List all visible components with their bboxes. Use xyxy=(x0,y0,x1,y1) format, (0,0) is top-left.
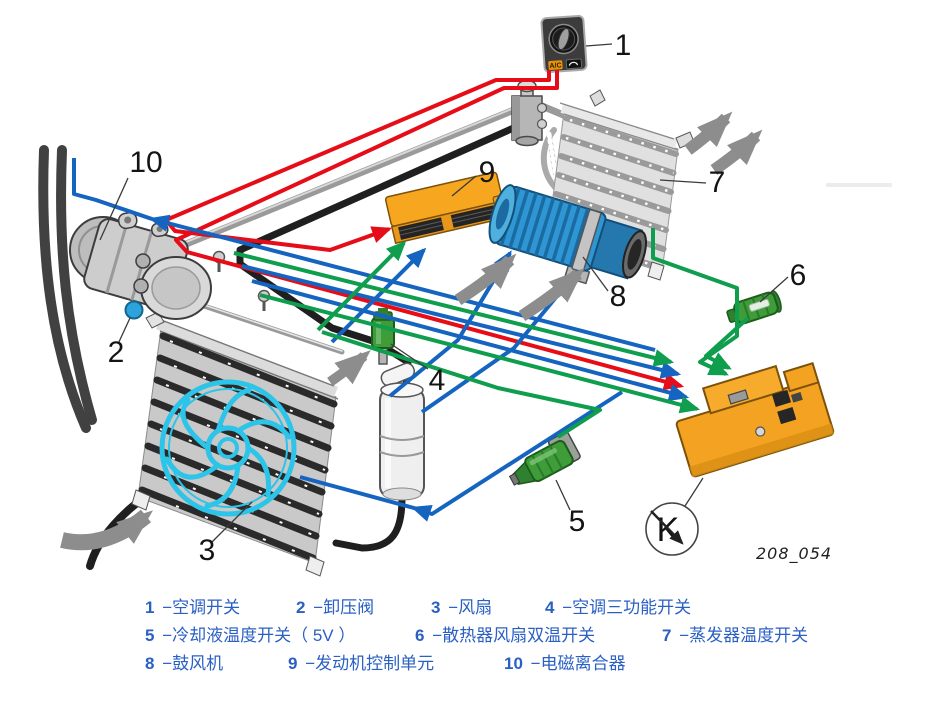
blue-wires xyxy=(72,158,690,522)
callout-10: 10 xyxy=(129,146,162,179)
drive-belt-2 xyxy=(56,145,97,425)
condenser-foot-left xyxy=(131,489,151,511)
legend-item-5: 5 −冷却液温度开关（ 5V ） xyxy=(145,626,356,645)
ac-badge xyxy=(548,60,563,71)
legend-item-10: 10 −电磁离合器 xyxy=(504,654,626,673)
blue-wire-to-relay xyxy=(241,264,682,379)
airflow-arrow-condenser xyxy=(327,350,371,387)
callout-2: 2 xyxy=(108,336,125,369)
evaporator-foot-right xyxy=(647,261,665,281)
figure-code: 208_054 xyxy=(756,544,832,564)
green-wire-to-relay xyxy=(233,251,675,367)
callouts: 1 2 3 4 5 6 7 8 9 10 xyxy=(99,29,807,567)
relay-connector xyxy=(771,389,792,407)
callout-7: 7 xyxy=(709,166,726,199)
evaporator-tubes xyxy=(548,115,679,271)
condenser-foot-right xyxy=(305,555,325,577)
coolant-temp-switch xyxy=(508,431,581,486)
airflow-arrows xyxy=(60,111,763,551)
callout-3: 3 xyxy=(199,534,216,567)
airflow-arrow-evaporator xyxy=(684,111,733,155)
evaporator-bracket-top xyxy=(589,89,606,107)
callout-4: 4 xyxy=(429,364,446,397)
legend-item-2: 2 −卸压阀 xyxy=(296,598,375,617)
k-terminal-symbol: K xyxy=(645,477,704,556)
evaporator-top-rail xyxy=(560,103,678,149)
legend-item-6: 6 −散热器风扇双温开关 xyxy=(415,626,596,645)
green-wire-from-fan-switch xyxy=(704,316,750,370)
pressure-relief-valve xyxy=(124,300,144,320)
airflow-arrow-blower xyxy=(454,253,517,306)
callout-9: 9 xyxy=(479,156,496,189)
drive-belt xyxy=(38,145,91,433)
condenser-top-rail xyxy=(156,318,338,398)
blue-wire-to-relay-2 xyxy=(251,279,690,402)
callout-5: 5 xyxy=(569,505,586,538)
green-wire-from-coolant-switch xyxy=(321,330,602,439)
green-wire-from-evaporator xyxy=(651,228,739,376)
ac-badge-label: A/C xyxy=(549,62,562,70)
legend-item-7: 7 −蒸发器温度开关 xyxy=(662,626,809,645)
legend-item-4: 4 −空调三功能开关 xyxy=(545,598,692,617)
airflow-arrow-blower-2 xyxy=(518,267,585,322)
blue-wire-to-ecu xyxy=(330,247,427,344)
blue-wire-to-fan xyxy=(410,390,624,522)
mount-ear xyxy=(117,211,138,230)
airflow-arrow-intake xyxy=(60,509,153,551)
low-pressure-pipe xyxy=(236,122,522,392)
blue-wire-to-clutch xyxy=(148,214,656,352)
recirculation-icon xyxy=(565,58,583,70)
drier-outlet-pipe xyxy=(332,494,406,552)
callout-1: 1 xyxy=(615,29,632,62)
compressor-port xyxy=(135,253,151,269)
cooling-fan xyxy=(159,379,297,517)
legend-item-1: 1 −空调开关 xyxy=(145,598,241,617)
expansion-valve xyxy=(511,79,548,147)
green-wire-to-ecu xyxy=(316,240,407,332)
relay-block xyxy=(675,362,835,478)
callout-6: 6 xyxy=(790,259,807,292)
green-wires xyxy=(233,228,750,439)
radiator-fan-switch xyxy=(726,290,782,325)
legend-item-9: 9 −发动机控制单元 xyxy=(288,654,435,673)
legend-item-8: 8 −鼓风机 xyxy=(145,654,224,673)
scan-artifact xyxy=(826,183,892,187)
relay-screw xyxy=(755,426,766,437)
compressor-port-2 xyxy=(133,278,149,294)
ac-switch: A/C xyxy=(540,14,588,74)
receiver-drier xyxy=(379,362,425,501)
legend-item-3: 3 −风扇 xyxy=(431,598,493,617)
airflow-arrow-evaporator-2 xyxy=(710,129,763,175)
compressor xyxy=(69,211,271,320)
callout-8: 8 xyxy=(610,280,627,313)
relay-connector-2 xyxy=(777,407,797,425)
